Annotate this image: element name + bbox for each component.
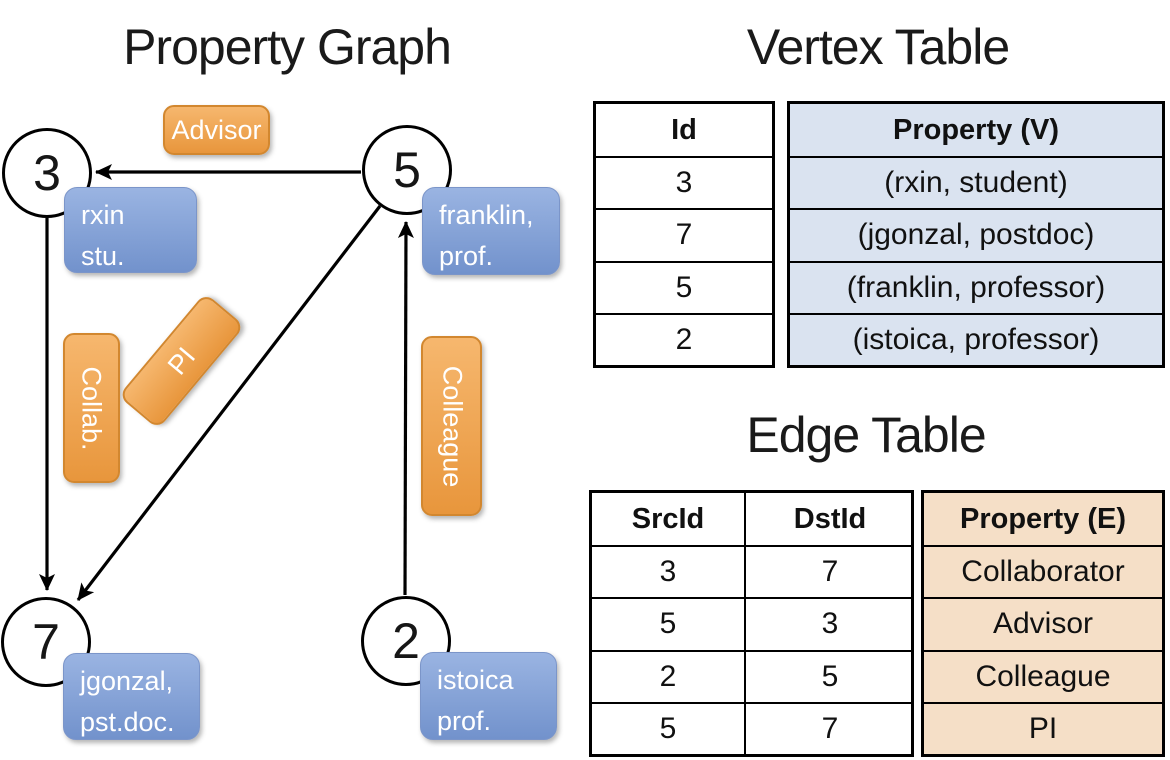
edge-table-title: Edge Table (746, 407, 986, 463)
table-cell: 2 (596, 312, 772, 365)
vertex-table-header-id: Id (671, 113, 697, 146)
edge-label-advisor: Advisor (163, 105, 270, 155)
label-line: pst.doc. (80, 706, 175, 737)
table-cell: 3 (744, 597, 914, 650)
vertex-5-id: 5 (393, 142, 421, 198)
edge-label-colleague: Colleague (421, 336, 482, 516)
table-cell: (istoica, professor) (790, 312, 1162, 365)
table-cell: 5 (744, 649, 914, 702)
label-line: jgonzal, (80, 666, 174, 696)
graph-edges-canvas (39, 164, 414, 601)
edge-table-property-column: Property (E) Collaborator Advisor Collea… (921, 490, 1165, 757)
vertex-table-header-property: Property (V) (790, 104, 1162, 157)
label-line: prof. (437, 705, 492, 736)
vertex-3-id: 3 (33, 145, 61, 201)
edge-label-advisor-text: Advisor (171, 114, 262, 145)
label-line: rxin (81, 200, 125, 230)
edge-label-pi-text: PI (161, 341, 201, 381)
vertex-2-property-label: istoica prof. (420, 652, 557, 740)
table-cell: Colleague (924, 649, 1162, 702)
table-cell: 5 (596, 260, 772, 313)
label-line: franklin, (439, 200, 534, 230)
vertex-2-id: 2 (392, 613, 420, 669)
vertex-table-property-column: Property (V) (rxin, student) (jgonzal, p… (787, 101, 1165, 368)
edge-pi-5-to-7 (76, 205, 382, 601)
table-cell: 5 (592, 597, 744, 649)
table-cell: 7 (744, 701, 914, 754)
table-cell: 7 (744, 545, 914, 598)
edge-label-colleague-text: Colleague (437, 365, 467, 487)
label-line: istoica (437, 665, 514, 695)
table-cell: 3 (596, 156, 772, 208)
edge-label-collab: Collab. (63, 333, 120, 483)
label-line: prof. (439, 240, 494, 271)
vertex-5-property-label: franklin, prof. (422, 187, 560, 275)
table-cell: 7 (596, 208, 772, 260)
table-cell: 3 (592, 545, 744, 597)
vertex-3-property-label: rxin stu. (64, 187, 197, 273)
vertex-table-id-column: Id 3 7 5 2 (593, 101, 775, 368)
table-cell: (rxin, student) (790, 156, 1162, 209)
table-cell: Advisor (924, 597, 1162, 650)
property-graph-title: Property Graph (123, 19, 452, 75)
edge-label-collab-text: Collab. (77, 365, 108, 451)
edge-table-header-dstid: DstId (744, 493, 914, 546)
edge-table-header-srcid: SrcId (631, 502, 705, 535)
table-cell: PI (924, 701, 1162, 754)
edge-colleague-2-to-5 (397, 221, 414, 596)
label-line: stu. (81, 240, 125, 271)
table-cell: (franklin, professor) (790, 260, 1162, 313)
vertex-table-title: Vertex Table (746, 19, 1010, 75)
edge-table-header-property: Property (E) (924, 493, 1162, 546)
vertex-2: 2 (361, 596, 451, 686)
vertex-7-property-label: jgonzal, pst.doc. (63, 653, 200, 740)
edge-table-id-columns: SrcId DstId 3 7 5 3 2 5 5 7 (589, 490, 914, 757)
vertex-7-id: 7 (32, 614, 60, 670)
table-cell: 2 (592, 649, 744, 702)
table-cell: 5 (592, 701, 744, 754)
vertex-5: 5 (362, 125, 452, 215)
table-cell: Collaborator (924, 545, 1162, 598)
table-cell: (jgonzal, postdoc) (790, 208, 1162, 261)
